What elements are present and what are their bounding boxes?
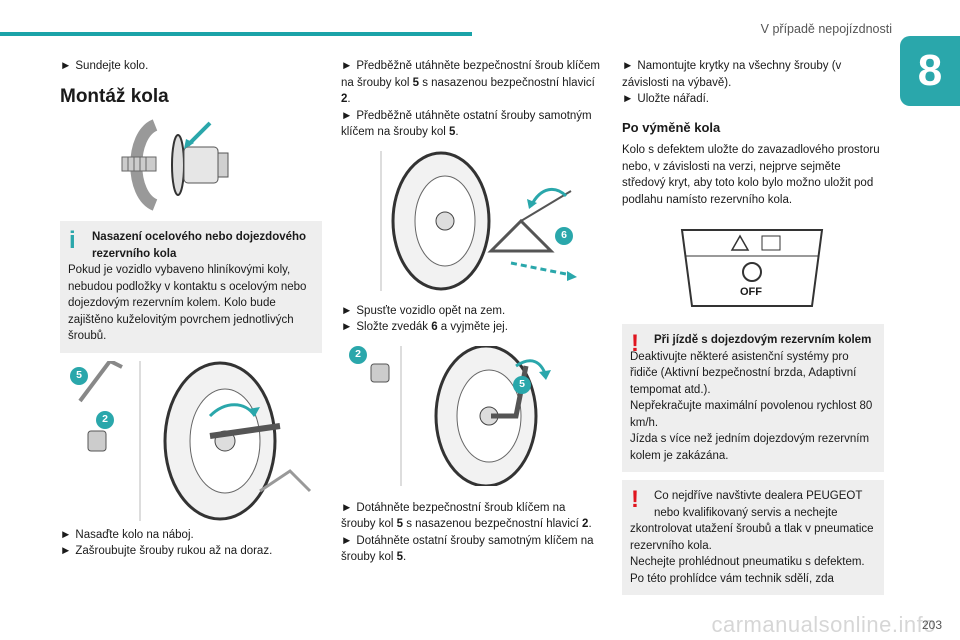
warning-box-title: Při jízdě s dojezdovým rezervním kolem [654, 334, 872, 346]
info-box-title: Nasazení ocelového nebo dojezdového reze… [92, 231, 307, 260]
warning-icon: ! [631, 486, 639, 513]
triangle-bullet-icon: ► [60, 60, 72, 72]
column-1: ►Sundejte kolo. Montáž kola i Nasazení o… [60, 58, 322, 560]
control-panel-figure: OFF [622, 222, 884, 314]
warning-dealer-body-1: zkontrolovat utažení šroubů a tlak v pne… [630, 523, 874, 552]
info-icon: i [69, 227, 76, 254]
bullet-lower-vehicle: ►Spusťte vozidlo opět na zem. [341, 304, 506, 317]
bullet-pretighten-security: ►Předběžně utáhněte bezpečnostní šroub k… [341, 60, 600, 105]
triangle-bullet-icon: ► [341, 304, 353, 317]
warning-box-dealer: ! Co nejdříve navštivte dealera PEUGEOT … [622, 480, 884, 595]
column-3: ►Namontujte krytky na všechny šrouby (v … [622, 58, 884, 603]
after-change-paragraph: Kolo s defektem uložte do zavazadlového … [622, 144, 880, 206]
warning-dealer-first: Co nejdříve navštivte dealera PEUGEOT ne… [654, 490, 863, 519]
chapter-tab: 8 [900, 36, 960, 106]
triangle-bullet-icon: ► [60, 545, 72, 557]
warning-body-1: Deaktivujte některé asistenční systémy p… [630, 350, 857, 396]
bullet-tighten-security: ►Dotáhněte bezpečnostní šroub klíčem na … [341, 501, 592, 531]
column-2: ►Předběžně utáhněte bezpečnostní šroub k… [341, 58, 603, 566]
warning-box-spare-wheel: ! Při jízdě s dojezdovým rezervním kolem… [622, 324, 884, 472]
bullet-remove-wheel: ►Sundejte kolo. [60, 60, 149, 72]
bullet-pretighten-others: ►Předběžně utáhněte ostatní šrouby samot… [341, 109, 592, 139]
subheading-after-change: Po výměně kola [622, 119, 721, 135]
callout-2: 2 [349, 345, 367, 364]
bolt-figure [60, 115, 322, 213]
callout-6: 6 [555, 226, 573, 245]
triangle-bullet-icon: ► [60, 528, 72, 541]
page-number: 203 [921, 618, 942, 632]
header-accent-bar [0, 32, 472, 36]
control-panel-illustration [680, 229, 824, 307]
callout-2: 2 [96, 410, 114, 429]
wheel-fitting-illustration [78, 360, 312, 521]
warning-body-2: Nepřekračujte maximální povolenou rychlo… [630, 400, 873, 429]
triangle-bullet-icon: ► [341, 321, 353, 333]
tighten-figure: 2 5 [341, 345, 603, 486]
bullet-tighten-others: ►Dotáhněte ostatní šrouby samotným klíče… [341, 534, 594, 564]
page-header-title: V případě nepojízdnosti [760, 22, 892, 36]
callout-5: 5 [70, 366, 88, 385]
triangle-bullet-icon: ► [622, 93, 634, 105]
tighten-illustration [370, 345, 551, 486]
bullet-fold-jack: ►Složte zvedák 6 a vyjměte jej. [341, 321, 508, 333]
jack-figure: 6 [341, 150, 603, 291]
off-label: OFF [740, 286, 762, 298]
triangle-bullet-icon: ► [341, 60, 353, 72]
wheel-fitting-figure: 5 2 [60, 360, 322, 521]
warning-icon: ! [631, 330, 639, 357]
bullet-store-tools: ►Uložte nářadí. [622, 93, 709, 105]
section-heading: Montáž kola [60, 85, 169, 107]
bullet-fit-caps: ►Namontujte krytky na všechny šrouby (v … [622, 60, 842, 89]
callout-5: 5 [513, 375, 531, 394]
info-box-steel-wheel: i Nasazení ocelového nebo dojezdového re… [60, 221, 322, 353]
warning-body-3: Jízda s více než jedním dojezdovým rezer… [630, 433, 870, 462]
bullet-fit-wheel: ►Nasaďte kolo na náboj. [60, 528, 194, 541]
bolt-illustration [121, 119, 229, 211]
triangle-bullet-icon: ► [341, 534, 353, 547]
jack-illustration [380, 150, 577, 291]
bullet-screw-bolts: ►Zašroubujte šrouby rukou až na doraz. [60, 545, 273, 557]
info-box-body: Pokud je vozidlo vybaveno hliníkovými ko… [68, 264, 307, 342]
watermark: carmanualsonline.info [711, 612, 936, 637]
warning-dealer-body-2: Nechejte prohlédnout pneumatiku s defekt… [630, 556, 865, 585]
triangle-bullet-icon: ► [622, 60, 634, 72]
triangle-bullet-icon: ► [341, 501, 353, 514]
triangle-bullet-icon: ► [341, 109, 353, 122]
